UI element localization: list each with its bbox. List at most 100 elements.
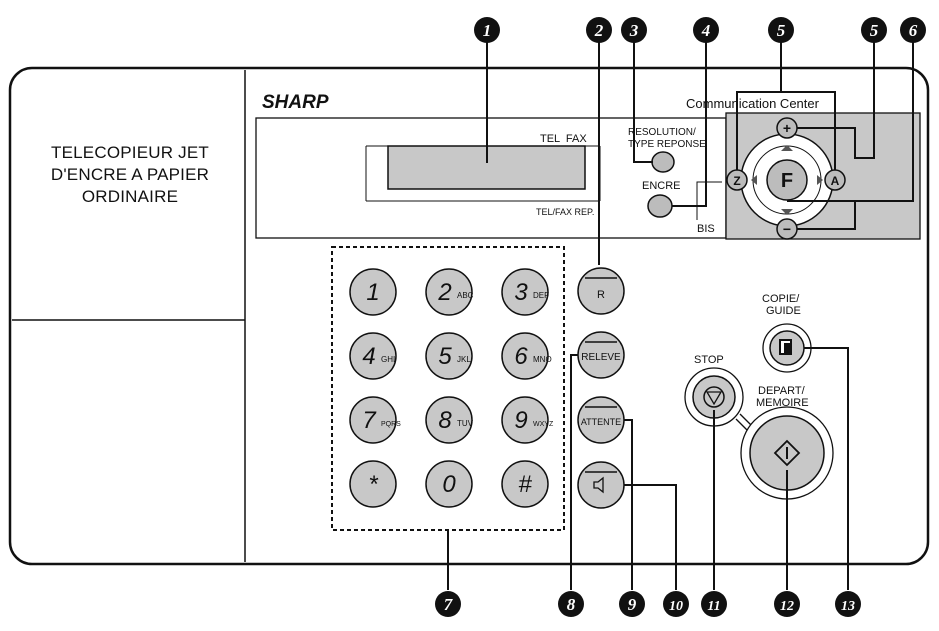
r-button-label: R (597, 289, 605, 301)
bis-label: BIS (697, 223, 715, 235)
product-name-line-1: TELECOPIEUR JET (51, 143, 209, 162)
keypad-key-circle[interactable] (501, 268, 549, 316)
callout-number: 7 (444, 595, 454, 614)
stop-label: STOP (694, 354, 724, 366)
leader-3 (633, 41, 653, 163)
r-button[interactable] (577, 267, 625, 315)
callout-marker (586, 17, 612, 43)
encre-button[interactable] (647, 194, 673, 218)
keypad-letters: ABC (457, 291, 474, 300)
resolution-label-1: RESOLUTION/ (628, 127, 696, 138)
callout-number: 4 (701, 21, 711, 40)
depart-label-1: DEPART/ (758, 385, 806, 397)
keypad-key-2[interactable]: 2 ABC (425, 268, 474, 316)
callout-6-6: 6 (900, 17, 926, 43)
nav-down-triangle-icon (781, 209, 793, 215)
leader-5b (797, 42, 875, 159)
keypad-letters: GHI (381, 355, 395, 364)
keypad-key-circle[interactable] (425, 396, 473, 444)
attente-button-group[interactable]: ATTENTE (577, 396, 625, 444)
keypad-key-4[interactable]: 4 GHI (349, 332, 397, 380)
keypad-digit: 5 (438, 343, 452, 370)
keypad-key-12[interactable]: # (501, 460, 549, 508)
leader-13 (804, 347, 849, 590)
keypad-key-circle[interactable] (349, 332, 397, 380)
callout-11-4: 11 (701, 591, 727, 617)
speaker-button-group[interactable] (577, 461, 625, 509)
keypad-digit: 2 (437, 279, 451, 306)
keypad-digit: 3 (514, 279, 528, 306)
bottom-leader-lines (447, 347, 849, 590)
stop-depart-connector (735, 418, 749, 432)
keypad-key-1[interactable]: 1 (349, 268, 397, 316)
nav-up-triangle-icon (781, 145, 793, 151)
stop-depart-connector-2 (739, 413, 753, 427)
keypad-key-6[interactable]: 6 MNO (501, 332, 552, 380)
depart-label-2: MEMOIRE (756, 397, 809, 409)
callout-marker (861, 17, 887, 43)
encre-label: ENCRE (642, 180, 681, 192)
callout-3-2: 3 (621, 17, 647, 43)
a-button-label: A (831, 174, 840, 188)
product-name-line-2: D'ENCRE A PAPIER (50, 165, 210, 184)
leader-9 (624, 419, 633, 590)
keypad-key-circle[interactable] (425, 332, 473, 380)
keypad-letters: PQRS (381, 421, 401, 428)
keypad-key-circle[interactable] (349, 460, 397, 508)
callout-number: 2 (594, 21, 604, 40)
speaker-button[interactable] (577, 461, 625, 509)
callout-7-0: 7 (435, 591, 461, 617)
r-button-group[interactable]: R (577, 267, 625, 315)
callout-marker (621, 17, 647, 43)
callout-number: 8 (567, 595, 576, 614)
callout-number: 9 (628, 595, 637, 614)
keypad-digit: * (368, 471, 378, 498)
keypad-key-circle[interactable] (501, 332, 549, 380)
keypad-letters: MNO (533, 355, 552, 364)
keypad-digit: 1 (366, 279, 379, 306)
callout-marker (774, 591, 800, 617)
keypad-key-circle[interactable] (349, 396, 397, 444)
callout-5-5: 5 (861, 17, 887, 43)
leader-10 (624, 484, 677, 590)
keypad-letters: JKL (457, 355, 471, 364)
leader-8 (570, 354, 578, 590)
copie-label-2: GUIDE (766, 305, 801, 317)
resolution-button[interactable] (651, 151, 675, 173)
releve-button-group[interactable]: RELEVE (577, 331, 625, 379)
keypad-letters: TUV (457, 419, 474, 428)
keypad-key-3[interactable]: 3 DEF (501, 268, 549, 316)
keypad-digit: 6 (514, 343, 528, 370)
keypad-key-circle[interactable] (425, 460, 473, 508)
keypad-key-circle[interactable] (349, 268, 397, 316)
keypad-letters: DEF (533, 291, 549, 300)
attente-button-label: ATTENTE (581, 417, 621, 427)
leader-5a-right (781, 91, 836, 170)
keypad-key-11[interactable]: 0 (425, 460, 473, 508)
copy-icon-back (784, 343, 792, 354)
callout-marker (701, 591, 727, 617)
product-name: TELECOPIEUR JET D'ENCRE A PAPIER ORDINAI… (30, 142, 230, 208)
copie-label-1: COPIE/ (762, 293, 800, 305)
f-button-label: F (781, 170, 793, 192)
keypad-key-circle[interactable] (501, 460, 549, 508)
keypad-key-10[interactable]: * (349, 460, 397, 508)
keypad-digit: 4 (362, 343, 375, 370)
leader-6b (797, 201, 856, 230)
callout-marker (900, 17, 926, 43)
brand-logo: SHARP (262, 92, 329, 113)
keypad-key-circle[interactable] (425, 268, 473, 316)
callout-marker (835, 591, 861, 617)
product-name-line-3: ORDINAIRE (81, 187, 179, 206)
keypad-key-5[interactable]: 5 JKL (425, 332, 473, 380)
keypad-key-circle[interactable] (501, 396, 549, 444)
speaker-icon (593, 476, 604, 494)
callout-number: 10 (669, 599, 683, 614)
